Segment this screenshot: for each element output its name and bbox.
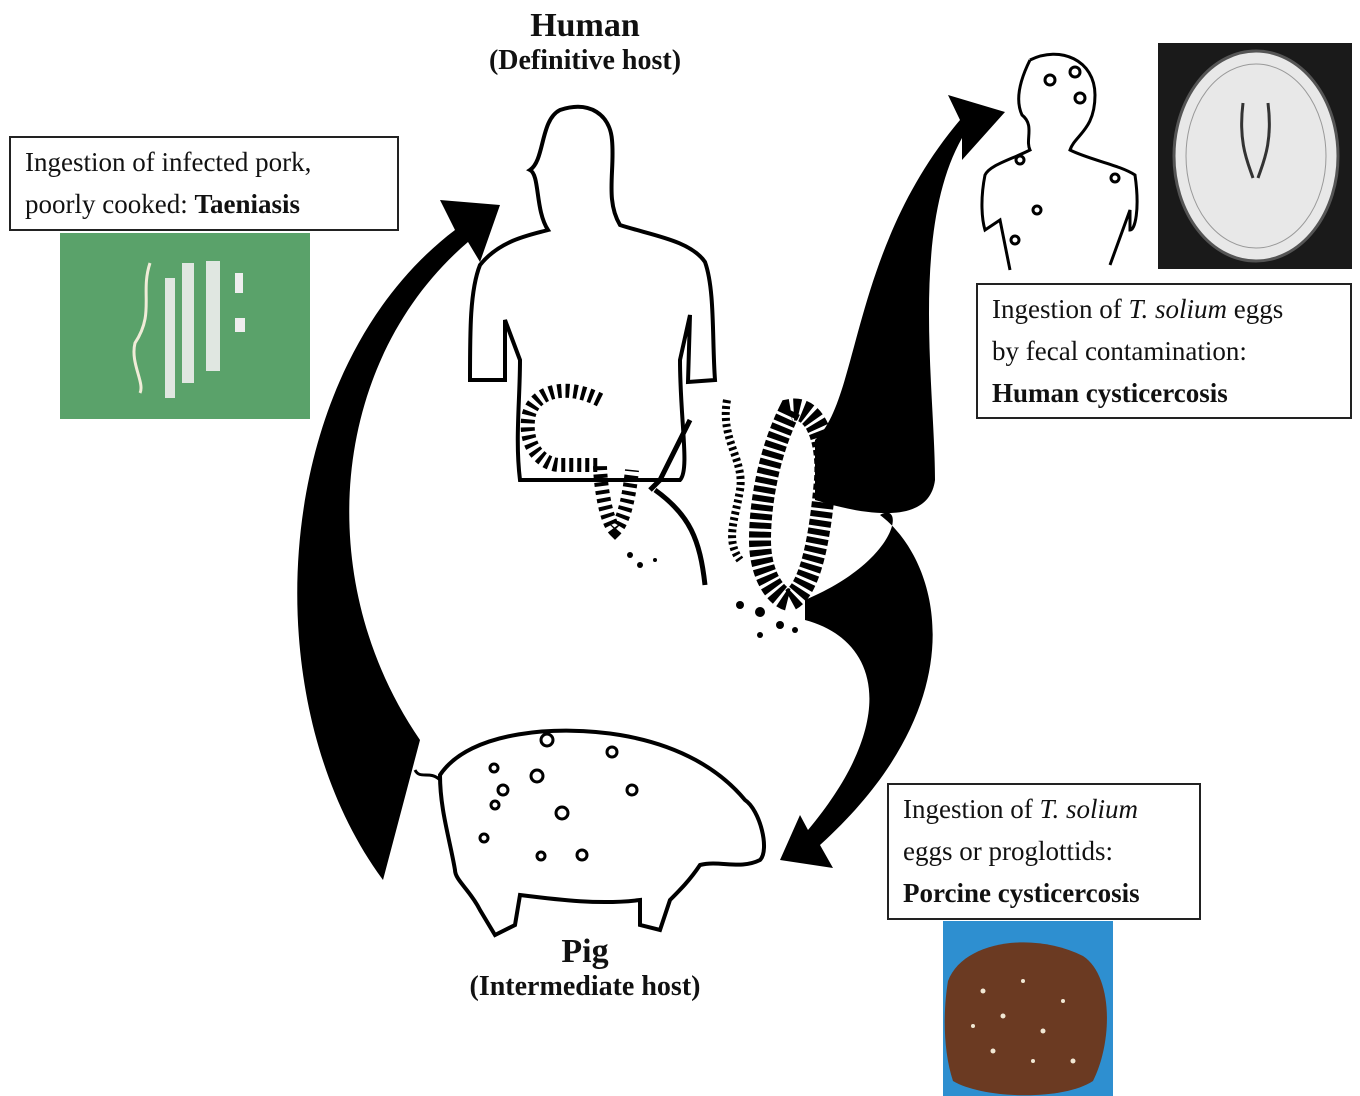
pig-silhouette [440, 731, 764, 935]
cyst-human-outline [982, 54, 1137, 270]
porcine-cyst-line1-prefix: Ingestion of [903, 794, 1039, 824]
arrow-pig-to-human [297, 200, 500, 880]
infected-pork-photo [943, 921, 1113, 1096]
porcine-cyst-species: T. solium [1039, 794, 1138, 824]
taeniasis-term: Taeniasis [194, 189, 300, 219]
taeniasis-line2: poorly cooked: Taeniasis [25, 184, 383, 226]
porcine-cyst-line1: Ingestion of T. solium [903, 789, 1185, 831]
human-cyst-line2: by fecal contamination: [992, 331, 1336, 373]
intestine [528, 391, 632, 530]
human-cyst-species: T. solium [1128, 294, 1227, 324]
human-title: Human (Definitive host) [440, 6, 730, 77]
human-subtitle-text: (Definitive host) [440, 45, 730, 77]
cysts-pig [480, 734, 637, 860]
taeniasis-line2-prefix: poorly cooked: [25, 189, 194, 219]
pig-subtitle-text: (Intermediate host) [430, 971, 740, 1003]
pig-tail [415, 770, 440, 780]
pig-title-text: Pig [430, 932, 740, 971]
taeniasis-line1: Ingestion of infected pork, [25, 142, 383, 184]
porcine-cyst-term: Porcine cysticercosis [903, 878, 1140, 908]
human-cyst-line3: Human cysticercosis [992, 373, 1336, 415]
cysts-human [1011, 67, 1119, 244]
human-cyst-line1-prefix: Ingestion of [992, 294, 1128, 324]
porcine-cyst-line2: eggs or proglottids: [903, 831, 1185, 873]
mri-brain-image [1158, 43, 1352, 269]
human-silhouette [470, 107, 715, 480]
taeniasis-box: Ingestion of infected pork, poorly cooke… [9, 136, 399, 231]
human-cyst-line1: Ingestion of T. solium eggs [992, 289, 1336, 331]
human-cysticercosis-box: Ingestion of T. solium eggs by fecal con… [976, 283, 1352, 419]
porcine-cyst-line3: Porcine cysticercosis [903, 873, 1185, 915]
human-cyst-term: Human cysticercosis [992, 378, 1228, 408]
human-title-text: Human [440, 6, 730, 45]
pig-title: Pig (Intermediate host) [430, 932, 740, 1003]
inner-arrow [650, 420, 705, 585]
porcine-cysticercosis-box: Ingestion of T. solium eggs or proglotti… [887, 783, 1201, 920]
tapeworm [760, 410, 825, 600]
human-cyst-line1-suffix: eggs [1227, 294, 1283, 324]
tapeworm-neck [726, 400, 741, 560]
tapeworm-photo [60, 233, 310, 419]
